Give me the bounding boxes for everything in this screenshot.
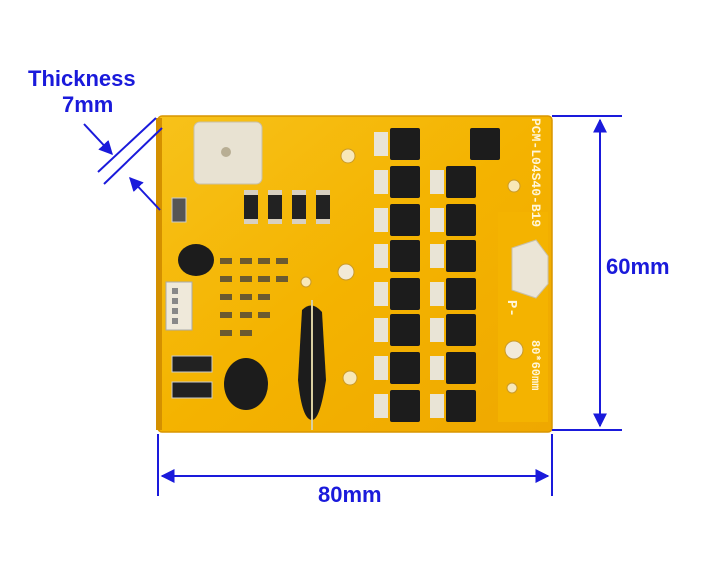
thickness-label: Thickness [28,66,136,91]
silkscreen-size: 80*60mm [528,340,542,390]
silkscreen-model: PCM-L04S40-B19 [528,118,543,227]
thickness-value: 7mm [62,92,114,117]
silkscreen-pminus: P- [503,300,519,317]
width-label: 80mm [318,482,382,507]
thickness-indicator [83,117,163,211]
height-dimension [552,115,622,431]
mosfet-column-left [390,128,420,422]
height-label: 60mm [606,254,670,279]
width-dimension [157,434,553,496]
pcb-board: PCM-L04S40-B19 80*60mm P- [156,115,553,433]
mosfet-column-right [446,128,500,422]
